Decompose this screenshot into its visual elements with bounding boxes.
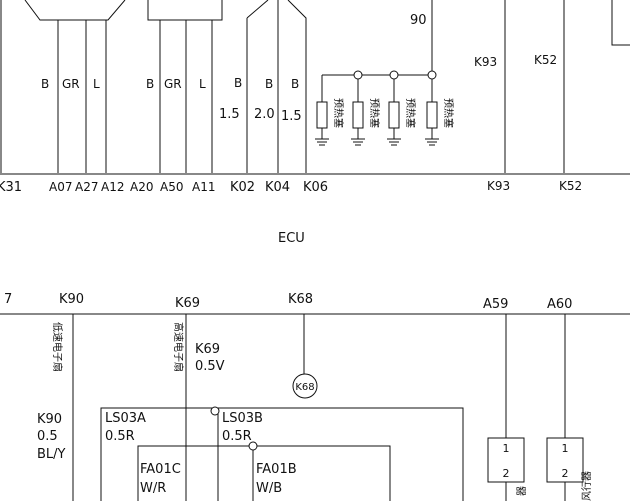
glow-plug-label: 预热塞: [442, 98, 455, 128]
fa01b-color: W/B: [256, 481, 282, 496]
glow-plug-group: [321, 70, 437, 102]
top-wires: [0, 0, 565, 173]
glow-plug-4: 预热塞: [425, 98, 455, 146]
ecu-pin-label: K52: [559, 179, 582, 193]
relay-a60-label-fragment: 风行器: [580, 471, 593, 501]
k69-label: K69: [195, 342, 220, 357]
ecu-pin-label: A27: [75, 180, 98, 194]
relay-pin: 1: [503, 442, 510, 455]
ecu-pin-label: K68: [288, 292, 313, 307]
connector-housing-2: [147, 0, 223, 21]
ecu-pin-label: K69: [175, 296, 200, 311]
wire-gauge-label: 1.5: [219, 107, 240, 122]
glow-plug-label: 预热塞: [368, 98, 381, 128]
relay-pin: 2: [562, 467, 569, 480]
wire-gauge-label: 1.5: [281, 109, 302, 124]
k68-test-point: [292, 373, 318, 399]
connector-housing-3: [246, 0, 307, 173]
wire-color-label: L: [199, 77, 206, 91]
value-label-90: 90: [410, 13, 427, 28]
wire-gauge-label: 2.0: [254, 107, 275, 122]
ecu-pin-label: A07: [49, 180, 72, 194]
ecu-pin-label: 7: [4, 292, 12, 307]
harness-box-outer: [100, 407, 464, 501]
wire-label-k52: K52: [534, 53, 557, 67]
wire-color-label: L: [93, 77, 100, 91]
ecu-pin-label: A50: [160, 180, 183, 194]
wire-color-label: B: [146, 77, 154, 91]
ls03a-label: LS03A: [105, 411, 146, 426]
ecu-pin-label: K04: [265, 180, 290, 195]
ecu-pin-label: A60: [547, 297, 572, 312]
fa01c-label: FA01C: [140, 462, 181, 477]
wire-color-label: GR: [164, 77, 182, 91]
ls03b-color: 0.5R: [222, 429, 252, 444]
k90-wire-label: BL/Y: [37, 447, 66, 462]
glow-plug-1: 预热塞: [315, 98, 345, 146]
splice-point: [248, 441, 258, 451]
wire-color-label: B: [265, 77, 273, 91]
fa01c-color: W/R: [140, 481, 166, 496]
splice-point: [210, 406, 220, 416]
wire-color-label: B: [291, 77, 299, 91]
wire-color-label: GR: [62, 77, 80, 91]
relay-pin: 1: [562, 442, 569, 455]
connector-housing-right: [611, 0, 630, 46]
high-speed-fan-label: 高速电子扇: [172, 322, 185, 372]
k90-wire-label: K90: [37, 412, 62, 427]
low-speed-fan-label: 低速电子扇: [51, 322, 64, 372]
relay-a59: 1 2 器: [487, 437, 528, 501]
k69-voltage: 0.5V: [195, 359, 225, 374]
relay-a59-label-fragment: 器: [516, 486, 528, 496]
ecu-pin-label: A20: [130, 180, 153, 194]
relay-pin: 2: [503, 467, 510, 480]
wire-label-k93: K93: [474, 55, 497, 69]
harness-box-inner: [137, 445, 391, 501]
relay-a60: 1 2 风行器: [546, 437, 593, 501]
ecu-pin-label: A11: [192, 180, 215, 194]
glow-plug-label: 预热塞: [332, 98, 345, 128]
ecu-label: ECU: [278, 231, 305, 246]
ecu-pin-label: K06: [303, 180, 328, 195]
ecu-pin-label: A12: [101, 180, 124, 194]
connector-housing-1: [24, 0, 126, 21]
ecu-pin-label: K93: [487, 179, 510, 193]
ls03a-color: 0.5R: [105, 429, 135, 444]
glow-plug-label: 预热塞: [404, 98, 417, 128]
wire-color-label: B: [234, 76, 242, 90]
ecu-pin-label: K31: [0, 180, 22, 195]
ls03b-label: LS03B: [222, 411, 263, 426]
ecu-pin-label: A59: [483, 297, 508, 312]
ecu-pin-label: K02: [230, 180, 255, 195]
k90-wire-label: 0.5: [37, 429, 58, 444]
fa01b-label: FA01B: [256, 462, 297, 477]
k68-circle-label: K68: [295, 382, 314, 393]
ecu-pin-label: K90: [59, 292, 84, 307]
wire-color-label: B: [41, 77, 49, 91]
glow-plug-2: 预热塞: [351, 98, 381, 146]
glow-plug-3: 预热塞: [387, 98, 417, 146]
